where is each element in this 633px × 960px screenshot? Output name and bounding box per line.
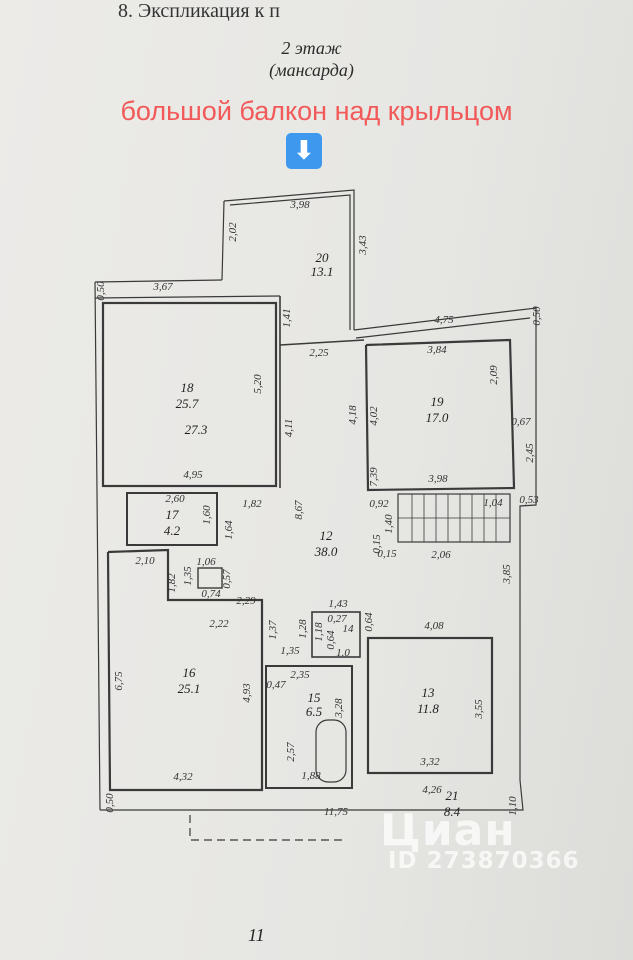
dimension-label: 4,95 (183, 469, 203, 481)
dimension-label: 7,39 (368, 467, 380, 487)
room-20-number: 20 (316, 250, 330, 265)
arrow-down-icon: ⬇ (286, 133, 322, 169)
dimension-label: 1,60 (201, 505, 213, 525)
dimension-label: 3,67 (152, 281, 173, 293)
dimension-label: 4,11 (283, 419, 295, 437)
dimension-label: 0,57 (221, 569, 233, 589)
dimension-label: 3,32 (419, 756, 440, 768)
dimension-label: 2,02 (227, 222, 239, 242)
dimension-label: 3,43 (357, 235, 369, 256)
dimension-label: 3,98 (289, 199, 310, 211)
dimension-label: 3,98 (427, 473, 448, 485)
room-21-area: 8.4 (444, 804, 461, 819)
dimension-label: 2,22 (209, 618, 229, 630)
dimension-label: 1,35 (280, 645, 300, 657)
dimension-label: 0,64 (363, 612, 375, 632)
dimension-label: 1,82 (166, 573, 178, 593)
room-16-number: 16 (183, 665, 197, 680)
dimension-label: 1,37 (267, 620, 279, 640)
room-12-area: 38.0 (314, 544, 338, 559)
dimension-label: 0,64 (325, 630, 337, 650)
balcony-annotation: большой балкон над крыльцом (120, 96, 513, 126)
dimension-label: 3,85 (501, 564, 513, 585)
page-number: 11 (248, 925, 265, 945)
dimension-label: 4,26 (422, 784, 442, 796)
dimension-label: 1,18 (313, 622, 325, 642)
dimension-label: 0,15 (371, 534, 383, 554)
dimension-label: 2,57 (285, 742, 297, 762)
room-15-number: 15 (308, 690, 322, 705)
room-19-number: 19 (431, 394, 445, 409)
dimension-label: 2,10 (135, 555, 155, 567)
dimension-label: 4,32 (173, 771, 193, 783)
dimension-label: 2,06 (431, 549, 451, 561)
dimension-label: 8,67 (293, 500, 305, 520)
room-14-area: 1.0 (336, 647, 350, 659)
dimension-label: 4,02 (368, 406, 380, 426)
dimension-label: 2,25 (309, 347, 329, 359)
dimension-label: 11,75 (324, 806, 348, 818)
room-13-number: 13 (422, 685, 436, 700)
stair-treads (398, 494, 510, 542)
room-17-number: 17 (166, 507, 180, 522)
watermark-id: ID 273870366 (388, 848, 580, 874)
dimension-label: 5,20 (252, 374, 264, 394)
room-labels: 20 13.1 18 25.7 27.3 19 17.0 17 4.2 12 3… (164, 250, 461, 819)
dimension-label: 0,27 (327, 613, 347, 625)
room-20-area: 13.1 (311, 264, 334, 279)
dimension-label: 2,35 (290, 669, 310, 681)
dimension-label: 1,10 (507, 796, 519, 816)
dimension-label: 2,45 (524, 443, 536, 463)
dimension-label: 1,35 (182, 566, 194, 586)
room-19-area: 17.0 (426, 410, 449, 425)
room-18-extra: 27.3 (185, 422, 208, 437)
dimension-label: 0,92 (369, 498, 389, 510)
dimension-label: 4,18 (347, 405, 359, 425)
dimension-label: 0,15 (377, 548, 397, 560)
dimension-label: 1,41 (281, 308, 293, 327)
dimension-label: 3,84 (426, 344, 447, 356)
room-16-area: 25.1 (178, 681, 201, 696)
room-21-number: 21 (446, 788, 459, 803)
room-12-number: 12 (320, 528, 334, 543)
room-18-number: 18 (181, 380, 195, 395)
dimension-label: 0,53 (519, 494, 539, 506)
dimension-label: 6,75 (113, 671, 125, 691)
room-15-area: 6.5 (306, 704, 323, 719)
dimension-label: 4,93 (241, 683, 253, 703)
dimension-label: 1,88 (301, 770, 321, 782)
dimension-label: 3,55 (473, 699, 485, 720)
plan-walls (94, 189, 537, 841)
dimension-label: 1,04 (483, 497, 503, 509)
room-13-area: 11.8 (417, 701, 439, 716)
floor-sublabel: (мансарда) (269, 60, 354, 80)
dimension-label: 1,40 (383, 514, 395, 534)
floor-label: 2 этаж (281, 38, 342, 58)
dimension-label: 1,06 (196, 556, 216, 568)
room-17-area: 4.2 (164, 523, 181, 538)
room-14-number: 14 (343, 623, 355, 635)
dimension-label: 1,64 (223, 520, 235, 540)
dimension-label: 0,50 (104, 793, 116, 813)
dimension-label: 0,67 (511, 416, 531, 428)
dimension-labels: 3,98 2,02 3,43 0,50 3,67 1,41 4,75 0,50 2,25 3,84… (95, 199, 543, 818)
dimension-label: 2,60 (165, 493, 185, 505)
dimension-label: 4,08 (424, 620, 444, 632)
dimension-label: 3,28 (333, 698, 345, 719)
watermark-brand: Циан (380, 805, 516, 856)
dimension-label: 0,74 (201, 588, 221, 600)
dimension-label: 2,09 (488, 365, 500, 385)
dimension-label: 2,29 (236, 595, 256, 607)
room-18-area: 25.7 (176, 396, 199, 411)
dimension-label: 4,75 (434, 314, 454, 326)
dimension-label: 0,50 (531, 306, 543, 326)
dimension-label: 0,47 (266, 679, 286, 691)
dimension-label: 1,28 (297, 619, 309, 639)
dimension-label: 0,50 (95, 281, 107, 301)
dimension-label: 1,43 (328, 598, 348, 610)
dimension-label: 1,82 (242, 498, 262, 510)
document-heading: 8. Экспликация к п (118, 0, 281, 22)
